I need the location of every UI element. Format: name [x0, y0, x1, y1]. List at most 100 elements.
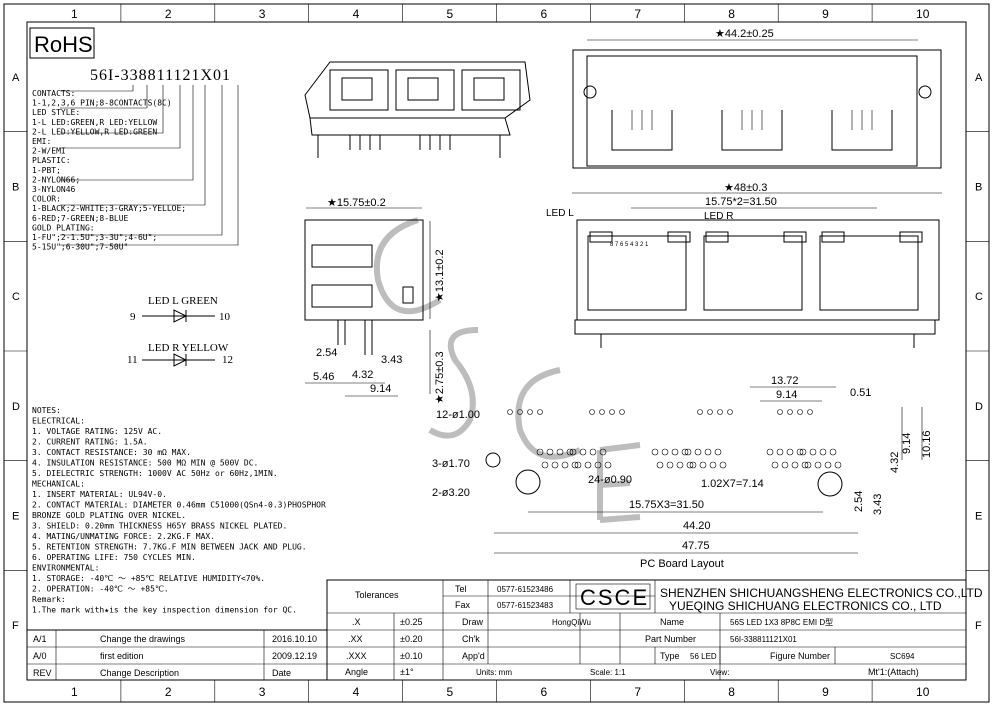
led-hole	[727, 409, 733, 415]
spec-line: COLOR:	[32, 195, 61, 204]
pcb-hole	[786, 448, 794, 456]
led-hole	[787, 409, 793, 415]
rohs-box	[29, 27, 95, 59]
svg-text:9: 9	[130, 311, 136, 323]
pcb-hole	[569, 448, 577, 456]
svg-text:Tel: Tel	[455, 584, 467, 594]
column-marker: 8	[728, 7, 735, 21]
svg-text:Units: mm: Units: mm	[476, 668, 512, 677]
csce-logo: CSCE	[580, 585, 649, 610]
svg-text:Name: Name	[660, 617, 684, 627]
spec-line: 2-NYLON66;	[32, 175, 80, 184]
svg-text:8 7 6 5 4 3 2 1: 8 7 6 5 4 3 2 1	[610, 242, 649, 248]
pcb-hole	[694, 448, 702, 456]
column-marker: 3	[259, 7, 266, 21]
rev-date: 2009.12.19	[272, 651, 317, 661]
watermark-csce	[373, 217, 641, 523]
svg-text:12-ø1.00: 12-ø1.00	[436, 409, 480, 421]
svg-text:9.14: 9.14	[901, 433, 913, 454]
svg-text:10: 10	[219, 311, 231, 323]
rev-id: REV	[33, 668, 52, 678]
pcb-hole	[714, 448, 722, 456]
pcb-hole	[666, 461, 674, 469]
svg-text:0577-61523483: 0577-61523483	[497, 601, 554, 610]
svg-text:SC694: SC694	[890, 652, 915, 661]
svg-text:4.32: 4.32	[352, 369, 373, 381]
column-marker: 9	[822, 685, 829, 699]
svg-text:Type: Type	[660, 651, 680, 661]
spec-leader-lines	[60, 85, 239, 246]
pcb-hole	[799, 448, 807, 456]
title-block: Tolerances Tel 0577-61523486 Fax 0577-61…	[326, 579, 983, 681]
front-view: ★48±0.3 15.75*2=31.50 LED L LED R 8 7 6 …	[546, 182, 942, 348]
svg-text:56I-338811121X01: 56I-338811121X01	[730, 635, 797, 644]
pcb-hole	[671, 448, 679, 456]
pcb-hole	[656, 461, 664, 469]
rev-date: 2016.10.10	[272, 634, 317, 644]
svg-text:±0.20: ±0.20	[400, 634, 422, 644]
pcb-hole	[651, 448, 659, 456]
svg-text:9.14: 9.14	[776, 389, 797, 401]
rohs-label: RoHS	[34, 32, 93, 57]
svg-text:LED R: LED R	[704, 211, 733, 222]
pcb-hole	[574, 461, 582, 469]
svg-text:5.46: 5.46	[313, 371, 334, 383]
led-hole	[807, 409, 813, 415]
column-marker: 4	[353, 7, 360, 21]
column-marker: 6	[540, 685, 547, 699]
led-hole	[537, 409, 543, 415]
svg-text:0.51: 0.51	[850, 387, 871, 399]
svg-text:2.54: 2.54	[853, 491, 865, 512]
led-hole	[777, 409, 783, 415]
note-line: 6. OPERATING LIFE: 750 CYCLES MIN.	[32, 553, 196, 562]
note-line: 2. CONTACT MATERIAL: DIAMETER 0.46mm C51…	[32, 501, 326, 510]
svg-text:11: 11	[127, 354, 138, 366]
pcb-layout-title: PC Board Layout	[640, 558, 724, 570]
svg-text:★15.75±0.2: ★15.75±0.2	[327, 197, 386, 209]
svg-text:Angle: Angle	[345, 667, 368, 677]
pcb-hole	[796, 448, 804, 456]
pcb-hole	[681, 448, 689, 456]
pcb-hole	[704, 448, 712, 456]
pcb-hole	[556, 448, 564, 456]
pcb-hole	[766, 448, 774, 456]
pcb-hole	[684, 448, 692, 456]
notes-block: NOTES:ELECTRICAL:1. VOLTAGE RATING: 125V…	[32, 406, 326, 615]
pcb-hole	[599, 448, 607, 456]
svg-text:View:: View:	[710, 668, 729, 677]
column-marker: 5	[447, 685, 454, 699]
pcb-hole	[819, 448, 827, 456]
svg-text:0577-61523486: 0577-61523486	[497, 585, 554, 594]
row-marker: B	[12, 182, 19, 194]
column-marker: 8	[728, 685, 735, 699]
pcb-hole	[719, 461, 727, 469]
pcb-hole	[566, 448, 574, 456]
svg-text:13.72: 13.72	[771, 375, 799, 387]
svg-text:3.43: 3.43	[381, 354, 402, 366]
pcb-hole	[709, 461, 717, 469]
note-line: BRONZE GOLD PLATING OVER NICKEL.	[32, 511, 186, 520]
row-marker: A	[12, 72, 20, 84]
note-line: 3. SHIELD: 0.20mm THICKNESS H65Y BRASS N…	[32, 522, 287, 531]
column-marker: 10	[916, 685, 930, 699]
pcb-hole	[829, 448, 837, 456]
svg-text:LED R YELLOW: LED R YELLOW	[148, 342, 229, 354]
spec-line: 1-PBT;	[32, 166, 61, 175]
rev-description: first edition	[100, 651, 144, 661]
rev-description: Change Description	[100, 668, 179, 678]
svg-text:Fax: Fax	[455, 600, 471, 610]
pcb-hole	[661, 448, 669, 456]
pcb-hole	[699, 461, 707, 469]
svg-text:Scale: 1:1: Scale: 1:1	[590, 668, 626, 677]
svg-text:YUEQING SHICHUANG ELECTRONICS: YUEQING SHICHUANG ELECTRONICS CO., LTD	[669, 599, 942, 613]
svg-text:56 LED: 56 LED	[690, 652, 717, 661]
pcb-hole	[604, 461, 612, 469]
led-hole	[599, 409, 605, 415]
led-hole	[717, 409, 723, 415]
note-line: 5. RETENTION STRENGTH: 7.7KG.F MIN BETWE…	[32, 543, 307, 552]
note-line: 2. OPERATION: -40℃ ～ +85℃.	[32, 585, 169, 594]
column-marker: 1	[71, 685, 78, 699]
svg-text:Part Number: Part Number	[645, 634, 696, 644]
